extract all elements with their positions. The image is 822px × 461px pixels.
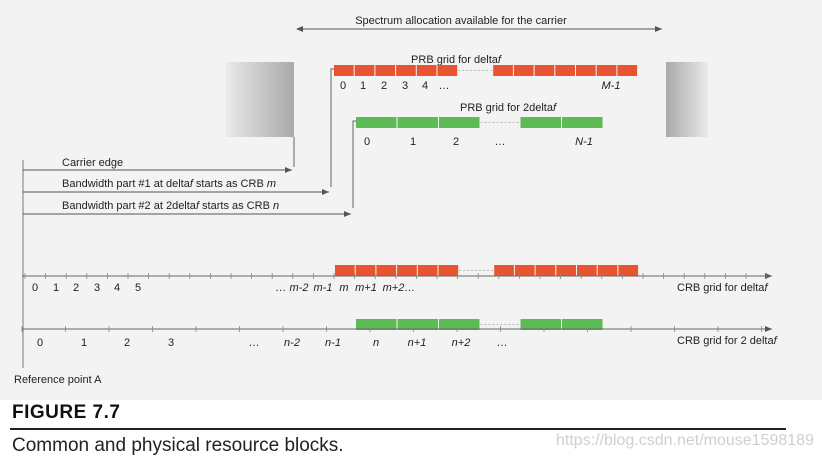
- crb-deltaf-block: [355, 265, 376, 276]
- prb-2deltaf-indices: 0 1 2 … N-1: [364, 136, 593, 148]
- watermark: https://blog.csdn.net/mouse1598189: [556, 432, 814, 449]
- crb-deltaf-block: [494, 265, 514, 276]
- crb-2deltaf-index: n-2: [284, 337, 300, 349]
- prb-deltaf-block: [576, 65, 596, 76]
- crb-deltaf-ticks: [24, 273, 767, 279]
- crb-deltaf-block: [597, 265, 618, 276]
- crb-2deltaf-label: CRB grid for 2 deltaf: [677, 335, 778, 347]
- prb-deltaf-index: 4: [422, 80, 428, 92]
- crb-deltaf-index: m+2…: [383, 282, 416, 294]
- crb-2deltaf-block: [439, 319, 480, 330]
- crb-deltaf-index: m-1: [314, 282, 333, 294]
- prb-deltaf-block: [617, 65, 638, 76]
- crb-deltaf-block: [556, 265, 576, 276]
- crb-2deltaf-block: [520, 319, 561, 330]
- prb-deltaf-index: 2: [381, 80, 387, 92]
- prb-deltaf-indices: 0 1 2 3 4 … M-1: [340, 80, 621, 92]
- crb-deltaf-block: [397, 265, 417, 276]
- crb-deltaf-block: [535, 265, 556, 276]
- prb-deltaf-block: [416, 65, 437, 76]
- crb-deltaf-block: [335, 265, 355, 276]
- prb-deltaf-block: [354, 65, 375, 76]
- crb-deltaf-index: 2: [73, 282, 79, 294]
- prb-deltaf-last-index: M-1: [602, 80, 621, 92]
- crb-deltaf-index: 3: [94, 282, 100, 294]
- prb-2deltaf-block: [439, 117, 480, 128]
- figure-label: FIGURE 7.7: [12, 402, 121, 423]
- crb-deltaf-grid: [335, 265, 639, 276]
- prb-deltaf-grid: [334, 65, 638, 76]
- crb-deltaf-index: m+1: [355, 282, 377, 294]
- prb-2deltaf-block: [356, 117, 397, 128]
- prb-deltaf-index: 3: [402, 80, 408, 92]
- crb-deltaf-index: 5: [135, 282, 141, 294]
- bwp2-label: Bandwidth part #2 at 2deltaf starts as C…: [62, 200, 279, 212]
- crb-deltaf-index: … m-2: [276, 282, 309, 294]
- prb-deltaf-index: 1: [360, 80, 366, 92]
- resource-block-diagram: Spectrum allocation available for the ca…: [0, 0, 822, 400]
- prb-2deltaf-block: [397, 117, 438, 128]
- crb-deltaf-index: 1: [53, 282, 59, 294]
- crb-2deltaf-block: [356, 319, 397, 330]
- crb-2deltaf-index: 2: [124, 337, 130, 349]
- crb-2deltaf-index: 0: [37, 337, 43, 349]
- prb-deltaf-title: PRB grid for deltaf: [411, 54, 502, 66]
- carrier-edge-left-block: [226, 62, 294, 137]
- crb-2deltaf-block: [562, 319, 603, 330]
- prb-2deltaf-index: 0: [364, 136, 370, 148]
- prb-deltaf-block: [493, 65, 513, 76]
- carrier-edge-label: Carrier edge: [62, 157, 123, 169]
- prb-2deltaf-block: [562, 117, 603, 128]
- crb-2deltaf-index: …: [249, 337, 260, 349]
- figure-caption: Common and physical resource blocks.: [12, 435, 344, 456]
- prb-deltaf-index: 0: [340, 80, 346, 92]
- crb-2deltaf-ticks: [21, 326, 762, 332]
- crb-deltaf-block: [376, 265, 397, 276]
- crb-2deltaf-index: …: [497, 337, 508, 349]
- prb-deltaf-block: [396, 65, 416, 76]
- crb-deltaf-indices: 0 1 2 3 4 5 … m-2 m-1 m m+1 m+2…: [32, 282, 415, 294]
- prb-2deltaf-title: PRB grid for 2deltaf: [460, 102, 557, 114]
- crb-deltaf-index: 0: [32, 282, 38, 294]
- crb-deltaf-block: [438, 265, 459, 276]
- prb-deltaf-block: [437, 65, 458, 76]
- crb-2deltaf-index: n+1: [408, 337, 427, 349]
- prb-2deltaf-grid: [356, 117, 603, 128]
- prb-2deltaf-block: [520, 117, 561, 128]
- prb-2deltaf-last-index: N-1: [575, 136, 593, 148]
- crb-2deltaf-index: n-1: [325, 337, 341, 349]
- crb-deltaf-index: m: [339, 282, 348, 294]
- bwp1-connector: [330, 68, 334, 187]
- crb-2deltaf-index: 1: [81, 337, 87, 349]
- crb-2deltaf-grid: [356, 319, 603, 330]
- carrier-edge-right-block: [666, 62, 708, 137]
- crb-deltaf-block: [577, 265, 597, 276]
- prb-deltaf-block: [555, 65, 575, 76]
- prb-2deltaf-index: …: [495, 136, 506, 148]
- bwp1-label: Bandwidth part #1 at deltaf starts as CR…: [62, 178, 276, 190]
- crb-2deltaf-block: [397, 319, 438, 330]
- prb-2deltaf-index: 2: [453, 136, 459, 148]
- spectrum-label: Spectrum allocation available for the ca…: [355, 15, 567, 27]
- bwp2-connector: [352, 120, 356, 208]
- crb-2deltaf-index: n+2: [452, 337, 471, 349]
- crb-deltaf-block: [417, 265, 438, 276]
- crb-deltaf-index: 4: [114, 282, 120, 294]
- prb-deltaf-block: [513, 65, 534, 76]
- prb-deltaf-index: …: [439, 80, 450, 92]
- figure-divider: [10, 428, 786, 430]
- prb-2deltaf-index: 1: [410, 136, 416, 148]
- reference-point-label: Reference point A: [14, 374, 102, 386]
- prb-deltaf-block: [534, 65, 555, 76]
- crb-deltaf-block: [514, 265, 535, 276]
- crb-2deltaf-index: 3: [168, 337, 174, 349]
- prb-deltaf-block: [375, 65, 396, 76]
- prb-deltaf-block: [334, 65, 354, 76]
- prb-deltaf-block: [596, 65, 617, 76]
- crb-2deltaf-indices: 0 1 2 3 … n-2 n-1 n n+1 n+2 …: [37, 337, 508, 349]
- crb-deltaf-label: CRB grid for deltaf: [677, 282, 768, 294]
- crb-2deltaf-index: n: [373, 337, 379, 349]
- crb-deltaf-block: [618, 265, 639, 276]
